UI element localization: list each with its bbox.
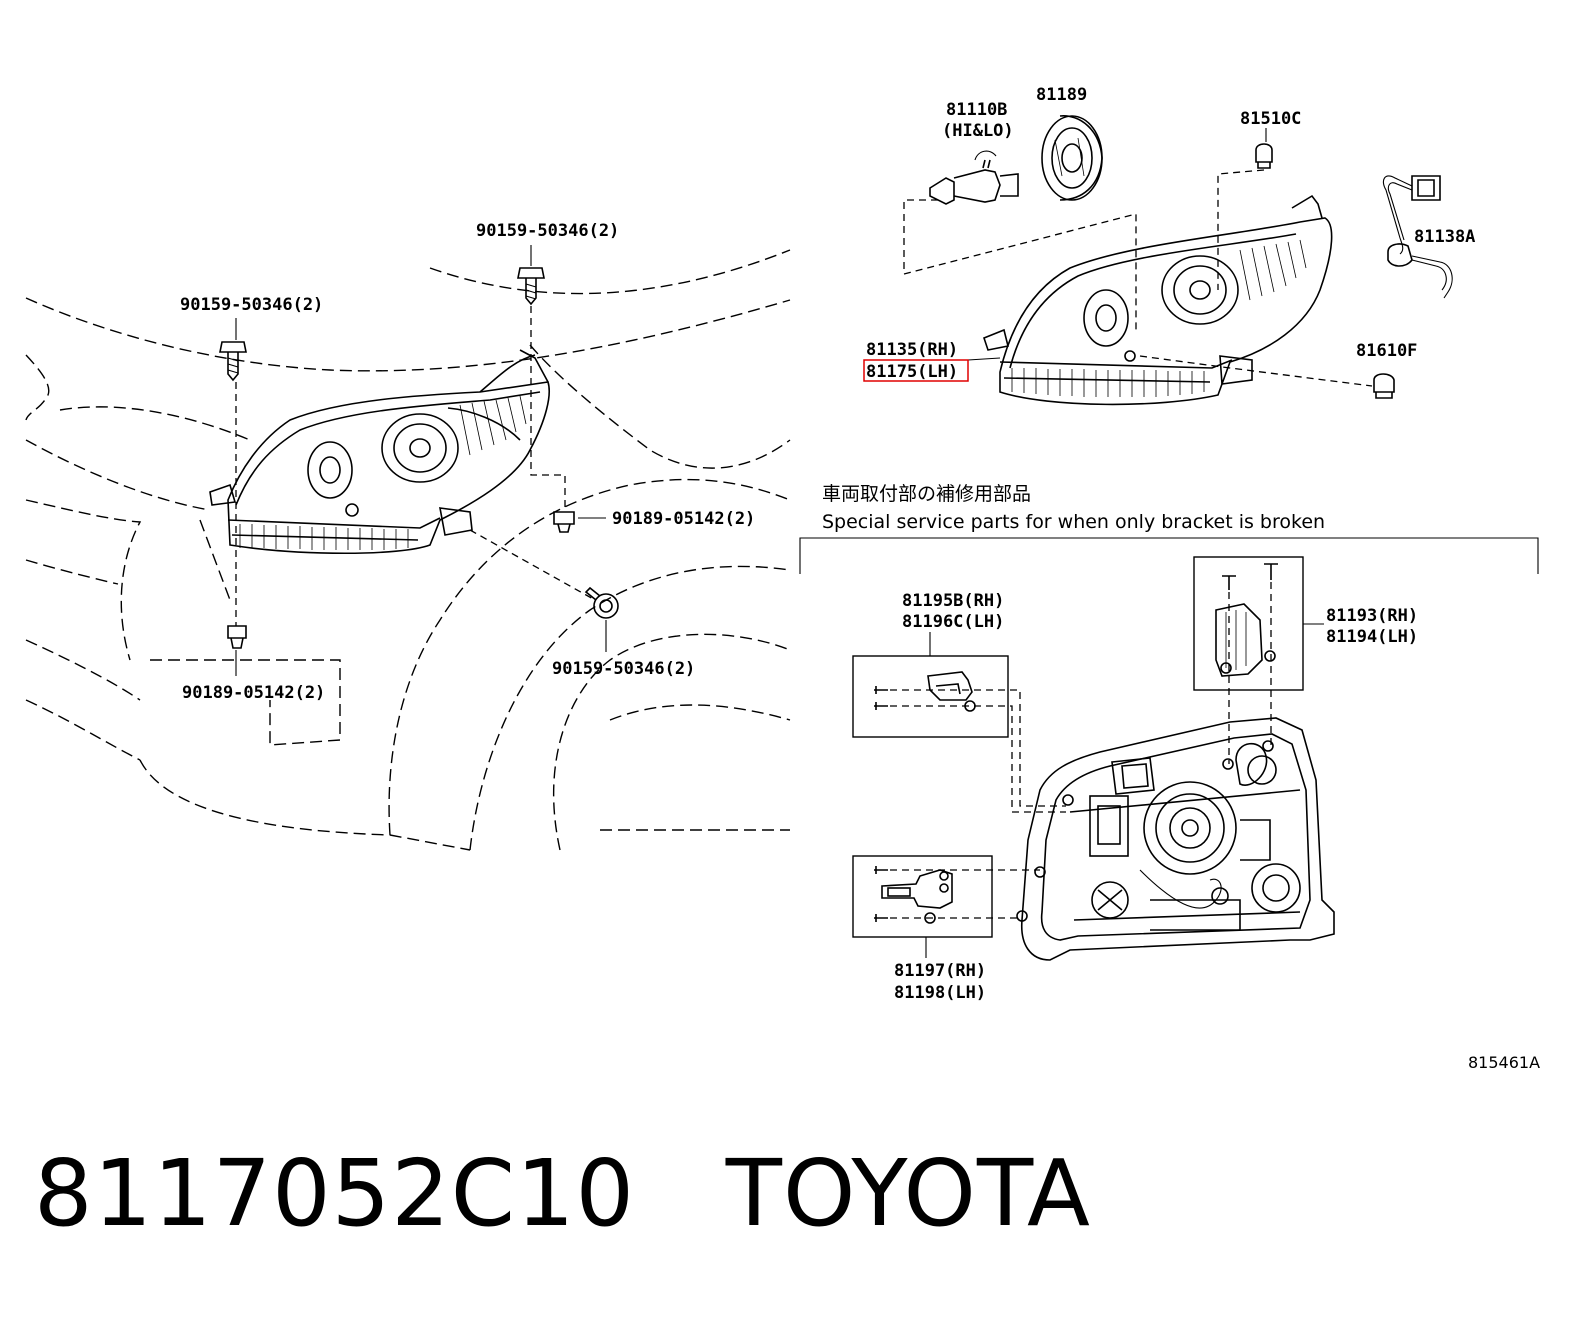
bolt-upper-left-icon [219, 341, 247, 382]
marker-bulb-icon [1373, 373, 1395, 399]
headlamp-rear-view-icon [1016, 717, 1335, 961]
bracket-c-lh-label: 81198(LH) [894, 983, 986, 1003]
part-title: 8117052C10 TOYOTA [34, 1140, 1091, 1247]
bolt-upper-left-label: 90159-50346(2) [180, 295, 323, 315]
bracket-c-group [852, 855, 1040, 958]
service-note-japanese: 車両取付部の補修用部品 [822, 483, 1031, 505]
clip-right-label: 90189-05142(2) [612, 509, 755, 529]
vehicle-body-outline [25, 249, 791, 851]
bolt-upper-center-icon [517, 267, 545, 306]
unit-lh-highlight-box [863, 359, 969, 382]
socket-wire-icon [1382, 175, 1453, 299]
service-note-english: Special service parts for when only brac… [822, 511, 1325, 533]
marker-bulb-label: 81610F [1356, 341, 1417, 361]
side-bulb-icon [1255, 143, 1273, 169]
part-number: 8117052C10 [34, 1140, 636, 1247]
right-top-leader-lines [903, 128, 1373, 387]
bracket-c-rh-label: 81197(RH) [894, 961, 986, 981]
headlamp-assembly-left-view [209, 349, 550, 555]
socket-wire-label: 81138A [1414, 227, 1475, 247]
left-leader-lines [235, 245, 607, 676]
bracket-a-lh-label: 81196C(LH) [902, 612, 1004, 632]
cover-icon [1041, 115, 1103, 201]
part-brand: TOYOTA [725, 1140, 1091, 1247]
clip-lower-left-icon [227, 625, 247, 649]
bracket-a-rh-label: 81195B(RH) [902, 591, 1004, 611]
bracket-b-rh-label: 81193(RH) [1326, 606, 1418, 626]
bulb-type-label: (HI&LO) [942, 121, 1014, 141]
figure-code: 815461A [1468, 1053, 1540, 1072]
unit-rh-label: 81135(RH) [866, 340, 958, 360]
bracket-a-group [852, 632, 1066, 813]
bolt-lower-right-label: 90159-50346(2) [552, 659, 695, 679]
headlamp-unit-icon [983, 194, 1333, 406]
bracket-b-group [1193, 556, 1324, 764]
bolt-lower-right-icon [584, 586, 619, 619]
bulb-label: 81110B [946, 100, 1007, 120]
clip-right-icon [553, 511, 575, 533]
clip-lower-left-label: 90189-05142(2) [182, 683, 325, 703]
side-bulb-label: 81510C [1240, 109, 1301, 129]
bulb-icon [929, 150, 1019, 205]
bolt-upper-center-label: 90159-50346(2) [476, 221, 619, 241]
service-section-bracket [799, 537, 1539, 574]
unit-lh-label: 81175(LH) [866, 362, 958, 382]
cover-label: 81189 [1036, 85, 1087, 105]
bracket-b-lh-label: 81194(LH) [1326, 627, 1418, 647]
